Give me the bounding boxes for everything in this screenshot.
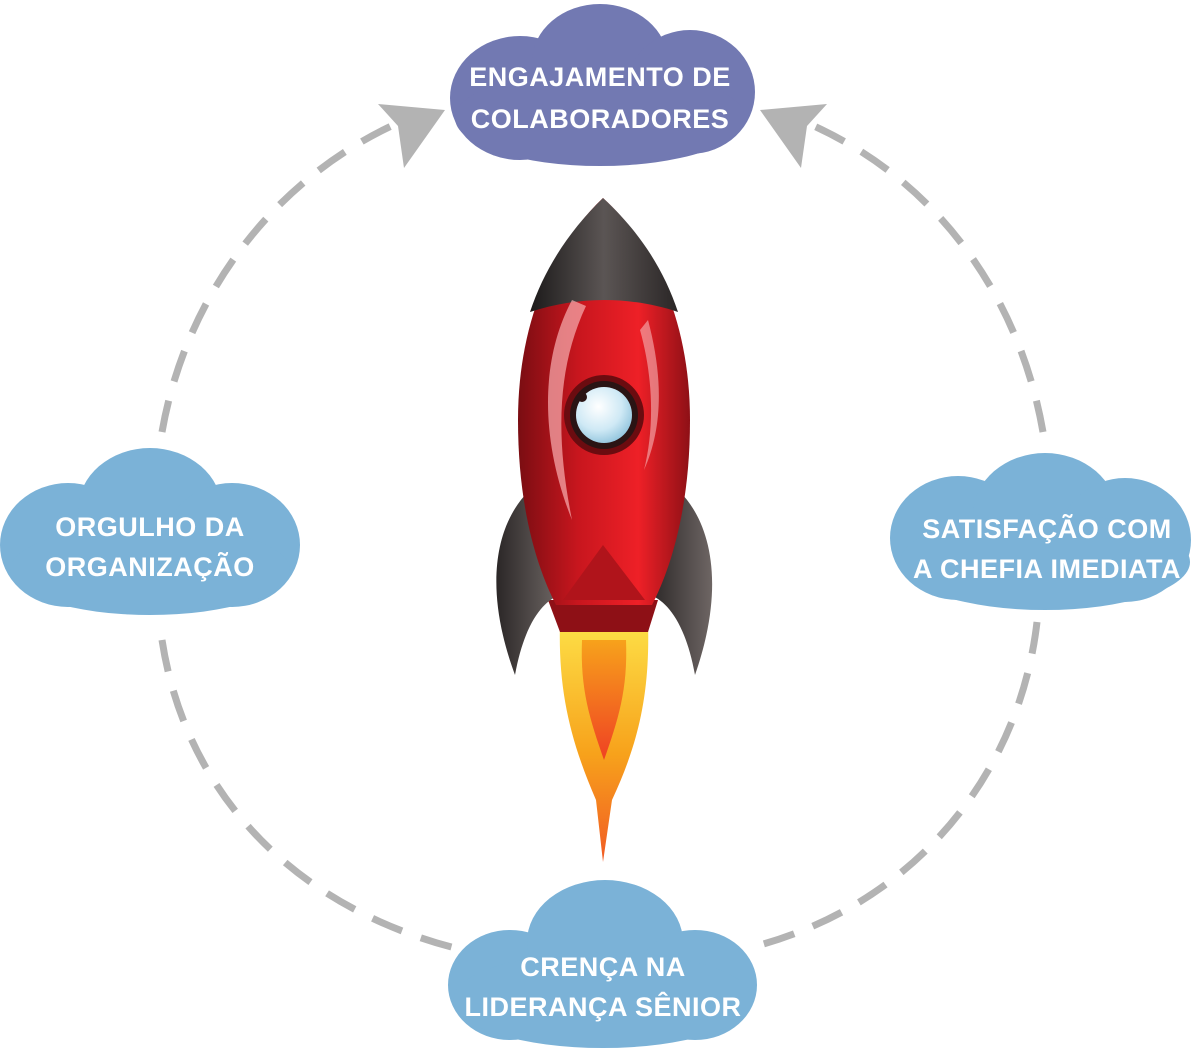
rocket-nose bbox=[530, 198, 678, 312]
rocket-highlight bbox=[548, 300, 586, 520]
connector-bottom-right bbox=[759, 621, 1041, 949]
cloud-shape-left bbox=[0, 448, 300, 615]
node-left-cloud: ORGULHO DA ORGANIZAÇÃO bbox=[0, 448, 300, 615]
arrow-head-left-icon bbox=[378, 104, 445, 168]
rocket-nozzle bbox=[548, 600, 658, 632]
connector-bottom-left bbox=[158, 639, 456, 952]
cloud-shape-top bbox=[450, 4, 755, 166]
node-right-cloud: SATISFAÇÃO COM A CHEFIA IMEDIATA bbox=[890, 453, 1191, 610]
node-right-line1: SATISFAÇÃO COM bbox=[922, 513, 1172, 544]
arrow-head-right-icon bbox=[760, 104, 827, 168]
node-left-line2: ORGANIZAÇÃO bbox=[45, 551, 255, 582]
rocket-porthole-dot bbox=[577, 392, 587, 402]
connector-top-left bbox=[158, 118, 402, 433]
node-bottom-cloud: CRENÇA NA LIDERANÇA SÊNIOR bbox=[448, 880, 757, 1048]
connector-ring bbox=[158, 104, 1047, 952]
node-top-cloud: ENGAJAMENTO DE COLABORADORES bbox=[450, 4, 755, 166]
cloud-shape-bottom bbox=[448, 880, 757, 1048]
node-bottom-line2: LIDERANÇA SÊNIOR bbox=[464, 991, 741, 1022]
connector-top-right bbox=[803, 118, 1047, 433]
node-top-line2: COLABORADORES bbox=[471, 104, 730, 134]
cloud-shape-right bbox=[890, 453, 1191, 610]
node-right-line2: A CHEFIA IMEDIATA bbox=[913, 554, 1181, 584]
node-top-line1: ENGAJAMENTO DE bbox=[469, 62, 731, 92]
rocket-porthole-glass bbox=[576, 387, 632, 443]
node-left-line1: ORGULHO DA bbox=[55, 512, 245, 542]
rocket-icon bbox=[496, 198, 713, 862]
rocket-flame-inner bbox=[581, 640, 627, 760]
node-bottom-line1: CRENÇA NA bbox=[520, 952, 686, 982]
rocket-center-fin bbox=[563, 545, 645, 600]
rocket-highlight-right bbox=[640, 320, 659, 470]
